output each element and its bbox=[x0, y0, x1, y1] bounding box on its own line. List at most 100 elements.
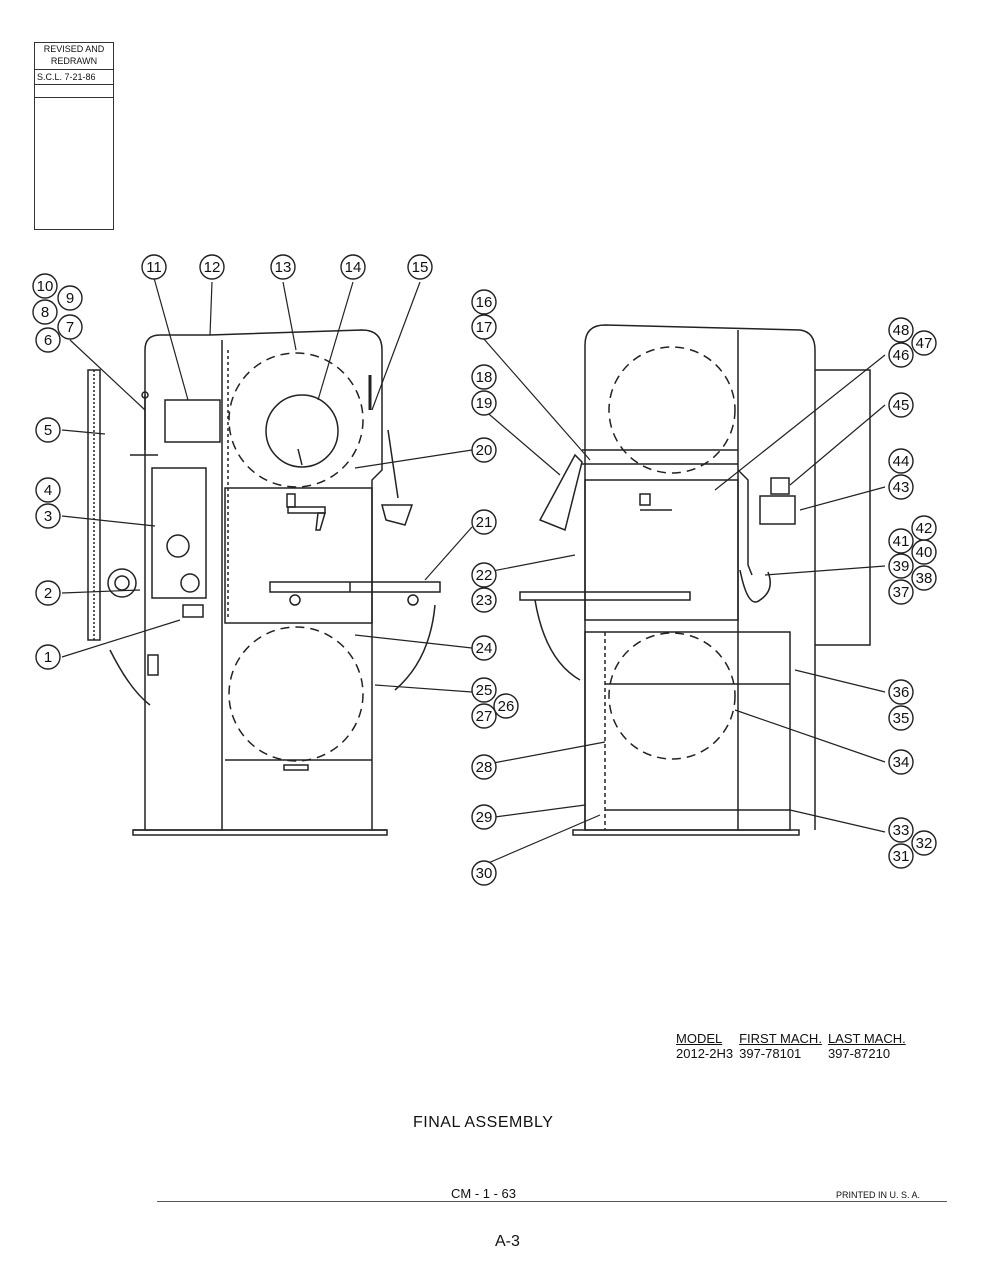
last-mach-header: LAST MACH. bbox=[827, 1031, 906, 1046]
callout-label: 21 bbox=[476, 514, 493, 531]
drawing-title: FINAL ASSEMBLY bbox=[413, 1114, 554, 1131]
callout-26: 26 bbox=[493, 693, 519, 719]
callout-label: 20 bbox=[476, 442, 493, 459]
callout-circle bbox=[888, 528, 914, 554]
callout-label: 6 bbox=[44, 332, 52, 349]
callout-circle bbox=[35, 503, 61, 529]
callout-circle bbox=[471, 677, 497, 703]
callout-34: 34 bbox=[888, 749, 914, 775]
callout-label: 41 bbox=[893, 533, 910, 550]
last-mach-value: 397-87210 bbox=[827, 1046, 891, 1061]
callout-label: 31 bbox=[893, 848, 910, 865]
callout-circle bbox=[57, 314, 83, 340]
callout-2: 2 bbox=[35, 580, 61, 606]
callout-20: 20 bbox=[471, 437, 497, 463]
callout-3: 3 bbox=[35, 503, 61, 529]
callout-circle bbox=[471, 562, 497, 588]
callout-circle bbox=[471, 754, 497, 780]
callout-circle bbox=[888, 317, 914, 343]
callout-label: 3 bbox=[44, 508, 52, 525]
callout-circle bbox=[888, 749, 914, 775]
callout-label: 22 bbox=[476, 567, 493, 584]
callout-circle bbox=[888, 579, 914, 605]
model-value: 2012-2H3 bbox=[676, 1046, 734, 1061]
callout-circle bbox=[35, 417, 61, 443]
callout-27: 27 bbox=[471, 703, 497, 729]
callout-1: 1 bbox=[35, 644, 61, 670]
callout-circle bbox=[471, 314, 497, 340]
callout-31: 31 bbox=[888, 843, 914, 869]
callout-28: 28 bbox=[471, 754, 497, 780]
callout-label: 9 bbox=[66, 290, 74, 307]
callout-37: 37 bbox=[888, 579, 914, 605]
callout-14: 14 bbox=[340, 254, 366, 280]
callout-label: 4 bbox=[44, 482, 52, 499]
callout-circle bbox=[888, 474, 914, 500]
model-header: MODEL bbox=[676, 1031, 723, 1046]
callout-circle bbox=[35, 477, 61, 503]
callout-40: 40 bbox=[911, 539, 937, 565]
callout-label: 33 bbox=[893, 822, 910, 839]
callout-5: 5 bbox=[35, 417, 61, 443]
callout-48: 48 bbox=[888, 317, 914, 343]
callout-circle bbox=[471, 289, 497, 315]
callout-label: 8 bbox=[41, 304, 49, 321]
callout-42: 42 bbox=[911, 515, 937, 541]
callout-label: 38 bbox=[916, 570, 933, 587]
callout-15: 15 bbox=[407, 254, 433, 280]
callout-32: 32 bbox=[911, 830, 937, 856]
callout-circle bbox=[888, 342, 914, 368]
callout-12: 12 bbox=[199, 254, 225, 280]
callout-label: 25 bbox=[476, 682, 493, 699]
callout-circle bbox=[471, 390, 497, 416]
callout-47: 47 bbox=[911, 330, 937, 356]
callout-circle bbox=[888, 843, 914, 869]
callout-23: 23 bbox=[471, 587, 497, 613]
callout-circle bbox=[888, 553, 914, 579]
revision-line-1: REVISED AND bbox=[43, 44, 105, 54]
callout-label: 28 bbox=[476, 759, 493, 776]
printed-note: PRINTED IN U. S. A. bbox=[836, 1190, 921, 1200]
callout-circle bbox=[911, 330, 937, 356]
callout-label: 16 bbox=[476, 294, 493, 311]
page-number: A-3 bbox=[495, 1233, 520, 1250]
callout-circle bbox=[911, 830, 937, 856]
callout-circle bbox=[888, 679, 914, 705]
callout-39: 39 bbox=[888, 553, 914, 579]
callout-35: 35 bbox=[888, 705, 914, 731]
callout-10: 10 bbox=[32, 273, 58, 299]
callout-9: 9 bbox=[57, 285, 83, 311]
callout-18: 18 bbox=[471, 364, 497, 390]
callout-label: 47 bbox=[916, 335, 933, 352]
callout-label: 32 bbox=[916, 835, 933, 852]
callout-label: 35 bbox=[893, 710, 910, 727]
callout-circle bbox=[471, 364, 497, 390]
callout-4: 4 bbox=[35, 477, 61, 503]
first-mach-value: 397-78101 bbox=[739, 1046, 802, 1061]
callout-circle bbox=[471, 509, 497, 535]
callout-label: 15 bbox=[412, 259, 429, 276]
callout-7: 7 bbox=[57, 314, 83, 340]
callout-circle bbox=[471, 635, 497, 661]
model-table: MODEL FIRST MACH. LAST MACH. 2012-2H3 39… bbox=[676, 1031, 912, 1061]
callout-19: 19 bbox=[471, 390, 497, 416]
drawing-number: CM - 1 - 63 bbox=[451, 1186, 517, 1201]
callout-label: 5 bbox=[44, 422, 52, 439]
callout-circle bbox=[270, 254, 296, 280]
callout-label: 42 bbox=[916, 520, 933, 537]
callout-46: 46 bbox=[888, 342, 914, 368]
callout-circle bbox=[407, 254, 433, 280]
callout-label: 17 bbox=[476, 319, 493, 336]
callout-label: 45 bbox=[893, 397, 910, 414]
callout-label: 39 bbox=[893, 558, 910, 575]
callout-circle bbox=[911, 515, 937, 541]
revision-blank-row bbox=[35, 85, 113, 98]
callout-11: 11 bbox=[141, 254, 167, 280]
callout-17: 17 bbox=[471, 314, 497, 340]
callout-45: 45 bbox=[888, 392, 914, 418]
callout-circle bbox=[888, 817, 914, 843]
machine-left-front-view bbox=[87, 329, 441, 836]
callout-label: 26 bbox=[498, 698, 515, 715]
callout-label: 24 bbox=[476, 640, 493, 657]
